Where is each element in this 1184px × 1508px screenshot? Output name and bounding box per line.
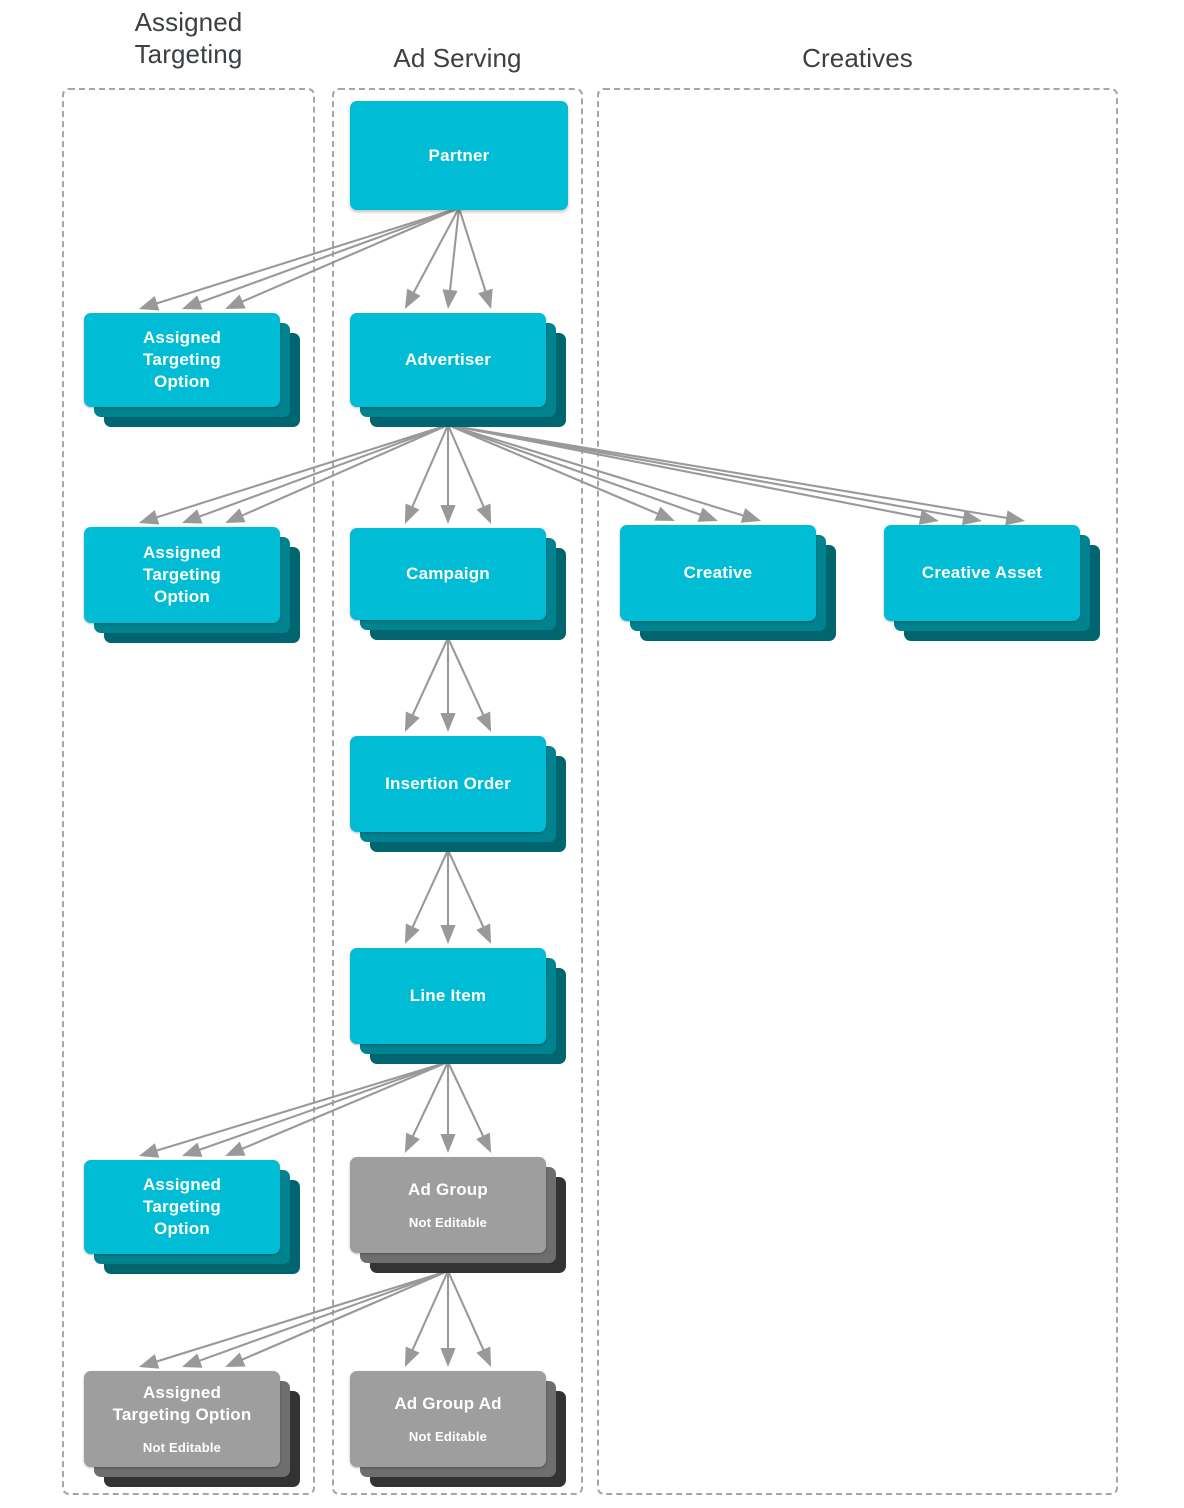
node-label-line: Creative Asset: [921, 563, 1043, 582]
node-label: Ad Group: [400, 1179, 496, 1201]
node-label-line: Targeting Option: [112, 1405, 252, 1424]
node-label: Line Item: [402, 985, 494, 1007]
node-label: Insertion Order: [377, 773, 519, 795]
node-label-line: Advertiser: [404, 350, 492, 369]
node-label-line: Campaign: [406, 564, 490, 583]
node-ad-group-ad[interactable]: Ad Group Ad Not Editable: [350, 1371, 566, 1487]
node-card[interactable]: Creative: [620, 525, 816, 621]
node-label-line: Creative: [683, 563, 753, 582]
node-card[interactable]: Creative Asset: [884, 525, 1080, 621]
node-creative-asset[interactable]: Creative Asset: [884, 525, 1100, 641]
node-label-line: Ad Group: [408, 1180, 488, 1199]
column-title-line-2: Targeting: [134, 39, 243, 69]
node-campaign[interactable]: Campaign: [350, 528, 566, 640]
group-box-ad-serving: [332, 88, 583, 1495]
node-insertion-order[interactable]: Insertion Order: [350, 736, 566, 852]
node-not-editable-badge: Not Editable: [142, 1440, 222, 1455]
node-label-line: Line Item: [409, 986, 487, 1005]
node-label-line: Option: [154, 1219, 210, 1238]
node-label-line: Ad Group Ad: [394, 1394, 502, 1413]
node-creative[interactable]: Creative: [620, 525, 836, 641]
group-box-assigned-targeting: [62, 88, 315, 1495]
group-box-creatives: [597, 88, 1118, 1495]
node-not-editable-badge: Not Editable: [408, 1215, 488, 1230]
column-title-assigned-targeting: Assigned Targeting: [62, 6, 315, 70]
node-label-line: Partner: [428, 145, 490, 165]
column-title-line-1: Assigned: [134, 7, 243, 37]
node-card[interactable]: Insertion Order: [350, 736, 546, 832]
node-label: Ad Group Ad: [386, 1393, 509, 1415]
node-card[interactable]: Campaign: [350, 528, 546, 620]
column-title-creatives: Creatives: [802, 43, 913, 73]
node-label-line: Assigned: [142, 543, 222, 562]
node-label-line: Targeting: [143, 350, 221, 369]
node-card[interactable]: Advertiser: [350, 313, 546, 407]
node-label: Partner: [421, 145, 498, 167]
node-card[interactable]: Ad Group Ad Not Editable: [350, 1371, 546, 1467]
node-card[interactable]: Line Item: [350, 948, 546, 1044]
node-card[interactable]: Partner: [350, 101, 568, 210]
node-label-line: Assigned: [142, 328, 222, 347]
node-label-line: Assigned: [142, 1175, 222, 1194]
node-label-line: Targeting: [143, 565, 221, 584]
node-partner[interactable]: Partner: [350, 101, 568, 210]
node-label-line: Targeting: [143, 1197, 221, 1216]
node-line-item[interactable]: Line Item: [350, 948, 566, 1064]
node-label-line: Assigned: [142, 1383, 222, 1402]
node-not-editable-badge: Not Editable: [408, 1429, 488, 1444]
node-label-line: Option: [154, 372, 210, 391]
column-title-ad-serving: Ad Serving: [393, 43, 522, 73]
node-label: Campaign: [398, 563, 498, 585]
node-label: Advertiser: [397, 349, 499, 371]
node-label: Creative: [676, 562, 761, 584]
node-label-line: Option: [154, 587, 210, 606]
node-advertiser[interactable]: Advertiser: [350, 313, 566, 427]
node-label: Creative Asset: [914, 562, 1050, 584]
node-label-line: Insertion Order: [385, 774, 511, 793]
